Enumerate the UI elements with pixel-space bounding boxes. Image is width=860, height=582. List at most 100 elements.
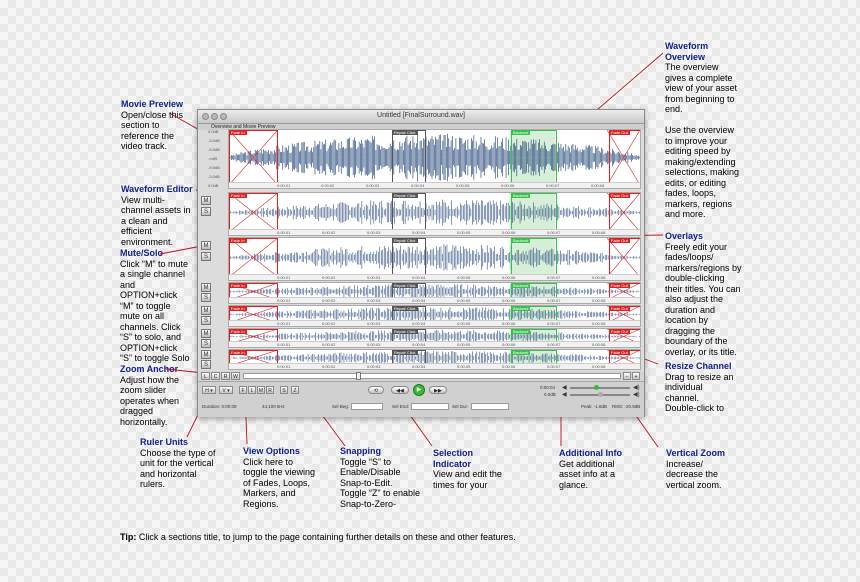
snap-to-edit-toggle[interactable]: S bbox=[280, 386, 288, 394]
callout-title[interactable]: Snapping bbox=[340, 446, 381, 456]
fade-out-overlay[interactable] bbox=[609, 130, 640, 188]
volume-slider[interactable] bbox=[570, 385, 630, 390]
solo-button[interactable]: S bbox=[201, 207, 211, 216]
backwrd-tag[interactable]: Backwrd bbox=[511, 130, 531, 135]
mute-button[interactable]: M bbox=[201, 283, 211, 292]
overlay-tag[interactable]: Repair Click bbox=[392, 306, 418, 311]
overlay-tag[interactable]: Fade Out bbox=[609, 193, 630, 198]
mute-button[interactable]: M bbox=[201, 241, 211, 250]
callout-title[interactable]: Vertical Zoom bbox=[666, 448, 726, 458]
zoom-anchor-window[interactable]: W bbox=[231, 372, 240, 380]
callout-title[interactable]: Additional Info bbox=[559, 448, 622, 458]
overlay-tag[interactable]: Repair Click bbox=[392, 283, 418, 288]
overlay-tag[interactable]: Repair Click bbox=[392, 238, 418, 243]
vertical-zoom-in-button[interactable]: + bbox=[632, 372, 640, 380]
ruler-units-v-menu[interactable]: V ▾ bbox=[219, 386, 233, 394]
solo-button[interactable]: S bbox=[201, 339, 211, 348]
overlay-tag[interactable]: Backwrd bbox=[511, 238, 531, 243]
callout-vertical-zoom[interactable]: Vertical Zoom Increase/ decrease the ver… bbox=[666, 448, 756, 490]
zoom-anchor-left[interactable]: L bbox=[201, 372, 210, 380]
overlay-tag[interactable]: Fade Out bbox=[609, 283, 630, 288]
mute-button[interactable]: M bbox=[201, 350, 211, 359]
callout-mute-solo[interactable]: Mute/Solo Click “M” to mute a single cha… bbox=[120, 248, 200, 364]
title-bar[interactable]: Untitled [FinalSurround.wav] bbox=[198, 110, 644, 124]
fade-in-overlay[interactable] bbox=[229, 130, 278, 188]
overlay-tag[interactable]: Fade Out bbox=[609, 306, 630, 311]
solo-button[interactable]: S bbox=[201, 293, 211, 302]
callout-waveform-overview[interactable]: Waveform Overview The overview gives a c… bbox=[665, 41, 760, 220]
zoom-slider-thumb[interactable] bbox=[356, 372, 361, 380]
rewind-button[interactable]: ◀◀ bbox=[391, 386, 409, 394]
zoom-anchor-center[interactable]: C bbox=[211, 372, 220, 380]
overlay-tag[interactable]: Fade Out bbox=[609, 350, 630, 355]
sel-beg-field[interactable] bbox=[351, 403, 383, 410]
minimize-window-icon[interactable] bbox=[211, 113, 218, 120]
pan-knob[interactable] bbox=[598, 392, 603, 397]
callout-waveform-editor[interactable]: Waveform Editor View multi- channel asse… bbox=[121, 184, 201, 247]
solo-button[interactable]: S bbox=[201, 316, 211, 325]
overlay-tag[interactable]: Fade In bbox=[229, 306, 247, 311]
callout-ruler-units[interactable]: Ruler Units Choose the type of unit for … bbox=[140, 437, 230, 490]
callout-title[interactable]: Resize Channel bbox=[665, 361, 732, 371]
callout-title[interactable]: Mute/Solo bbox=[120, 248, 163, 258]
vertical-zoom-out-button[interactable]: − bbox=[623, 372, 631, 380]
overlay-tag[interactable]: Backwrd bbox=[511, 350, 531, 355]
overlay-tag[interactable]: Backwrd bbox=[511, 193, 531, 198]
callout-title[interactable]: Movie Preview bbox=[121, 99, 184, 109]
callout-title[interactable]: View Options bbox=[243, 446, 300, 456]
sel-end-field[interactable] bbox=[411, 403, 449, 410]
loop-button[interactable]: ⟲ bbox=[368, 386, 384, 394]
solo-button[interactable]: S bbox=[201, 360, 211, 369]
overview-section-label[interactable]: Overview and Movie Preview bbox=[211, 124, 276, 130]
overlay-tag[interactable]: Fade In bbox=[229, 193, 247, 198]
sel-dur-field[interactable] bbox=[471, 403, 509, 410]
callout-additional-info[interactable]: Additional Info Get additional asset inf… bbox=[559, 448, 639, 490]
callout-title[interactable]: Overlays bbox=[665, 231, 704, 241]
view-loops-toggle[interactable]: L bbox=[248, 386, 256, 394]
overlay-tag[interactable]: Fade In bbox=[229, 238, 247, 243]
fast-forward-button[interactable]: ▶▶ bbox=[429, 386, 447, 394]
callout-title[interactable]: Waveform Editor bbox=[121, 184, 193, 194]
overview-waveform[interactable]: Fade In Repair Click Backwrd Fade Out 0:… bbox=[228, 129, 641, 189]
overview-section-bar[interactable] bbox=[198, 124, 644, 130]
overlay-tag[interactable]: Fade In bbox=[229, 283, 247, 288]
callout-movie-preview[interactable]: Movie Preview Open/close this section to… bbox=[121, 99, 201, 152]
pan-slider[interactable] bbox=[570, 392, 630, 397]
callout-title[interactable]: Selection Indicator bbox=[433, 448, 474, 469]
view-fades-toggle[interactable]: F bbox=[239, 386, 247, 394]
overlay-tag[interactable]: Fade In bbox=[229, 350, 247, 355]
zoom-anchor-right[interactable]: R bbox=[221, 372, 230, 380]
callout-view-options[interactable]: View Options Click here to toggle the vi… bbox=[243, 446, 323, 509]
repair-click-tag[interactable]: Repair Click bbox=[392, 130, 418, 135]
view-regions-toggle[interactable]: R bbox=[266, 386, 274, 394]
overlay-tag[interactable]: Repair Click bbox=[392, 350, 418, 355]
overlay-tag[interactable]: Repair Click bbox=[392, 193, 418, 198]
callout-title[interactable]: Waveform Overview bbox=[665, 41, 709, 62]
ruler-units-h-menu[interactable]: H ▾ bbox=[202, 386, 216, 394]
overlay-tag[interactable]: Fade Out bbox=[609, 329, 630, 334]
channel-waveform[interactable]: Fade In Repair Click Backwrd Fade Out 0:00:0… bbox=[228, 192, 641, 236]
close-window-icon[interactable] bbox=[202, 113, 209, 120]
callout-zoom-anchor[interactable]: Zoom Anchor Adjust how the zoom slider o… bbox=[120, 364, 200, 427]
fade-in-tag[interactable]: Fade In bbox=[229, 130, 247, 135]
play-button[interactable]: ▶ bbox=[413, 384, 425, 396]
overlay-tag[interactable]: Backwrd bbox=[511, 329, 531, 334]
fade-out-tag[interactable]: Fade Out bbox=[609, 130, 630, 135]
volume-knob[interactable] bbox=[594, 385, 599, 390]
callout-title[interactable]: Zoom Anchor bbox=[120, 364, 179, 374]
channel-waveform[interactable]: Fade In Repair Click Backwrd Fade Out 0:00:0… bbox=[228, 237, 641, 281]
repair-click-overlay[interactable] bbox=[392, 130, 426, 188]
solo-button[interactable]: S bbox=[201, 252, 211, 261]
overlay-tag[interactable]: Fade Out bbox=[609, 238, 630, 243]
overlay-tag[interactable]: Fade In bbox=[229, 329, 247, 334]
overview-ruler[interactable]: 0:00:01 0:00:02 0:00:03 0:00:04 0:00:05 … bbox=[229, 182, 640, 188]
